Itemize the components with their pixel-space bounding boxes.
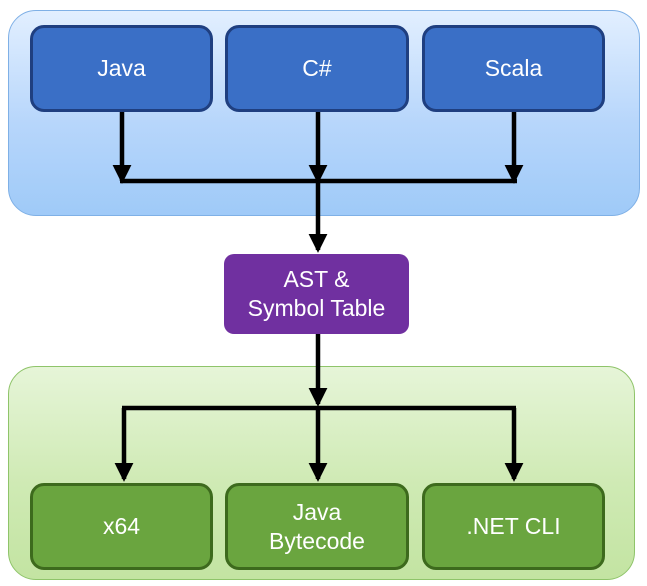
node-x64: x64 [30, 483, 213, 570]
node-scala: Scala [422, 25, 605, 112]
node-csharp: C# [225, 25, 409, 112]
node-java-bytecode: Java Bytecode [225, 483, 409, 570]
node-dotnet-cli: .NET CLI [422, 483, 605, 570]
node-java: Java [30, 25, 213, 112]
node-ast-symbol-table: AST & Symbol Table [224, 254, 409, 334]
